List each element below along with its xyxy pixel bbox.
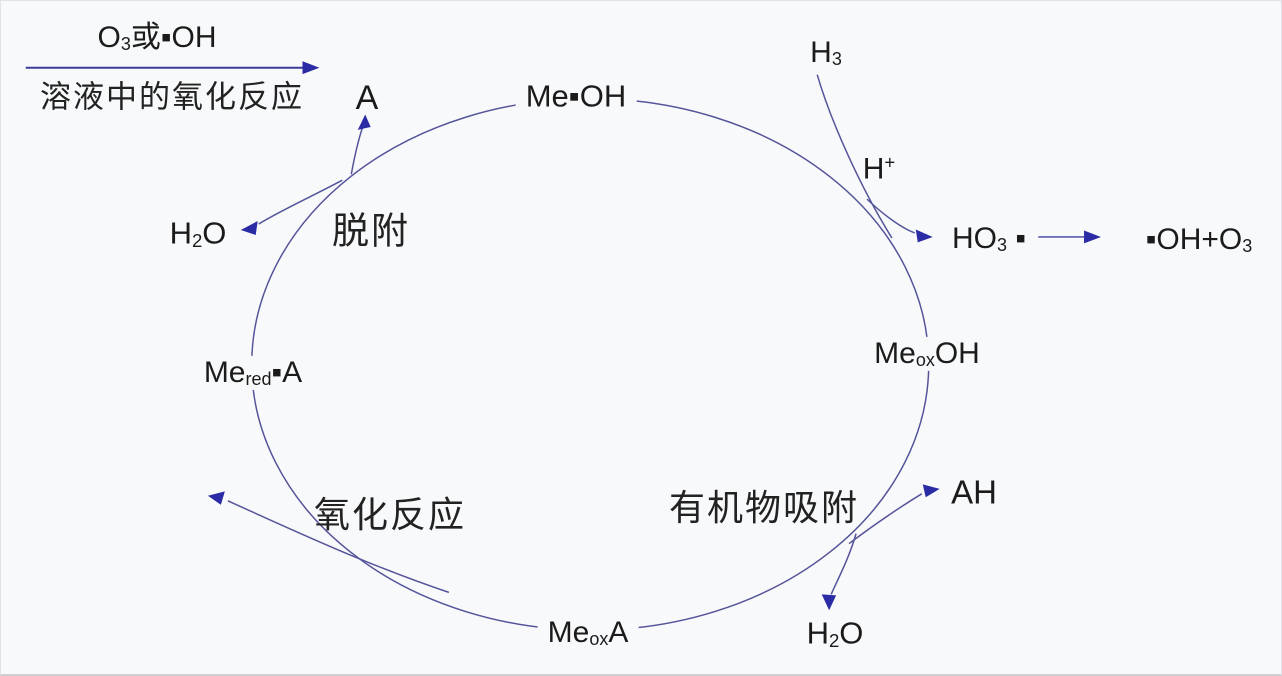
step-desorption-label: 脱附: [332, 213, 410, 250]
species-ah-text: AH: [951, 473, 997, 511]
legend-oxidant-sub: 3: [120, 34, 131, 55]
species-h3-base: H: [810, 35, 832, 69]
oxidation-exit-arrow-line: [227, 500, 450, 594]
me-ox-a-rest: A: [608, 615, 629, 649]
species-h-plus-base: H: [862, 152, 885, 186]
species-ho3-radical-dot: ▪: [1007, 221, 1026, 255]
step-oxidation-text: 氧化反应: [313, 494, 467, 535]
species-ah-label: AH: [951, 476, 997, 509]
arrow-to-h2o-left-head-icon: [240, 221, 258, 235]
legend-oxidant-base: O: [97, 20, 121, 54]
me-ox-a-base: Me: [547, 615, 590, 649]
species-oh-plus-o3-label: ▪OH+O3: [1145, 222, 1253, 257]
me-ox-oh-sub: ox: [915, 350, 935, 371]
me-ox-oh-base: Me: [874, 336, 916, 370]
me-ox-oh-rest: OH: [934, 336, 980, 370]
step-adsorption-label: 有机物吸附: [669, 490, 859, 526]
step-adsorption-text: 有机物吸附: [668, 487, 860, 528]
species-a-label: A: [356, 81, 379, 115]
species-oh-plus-o3-sub: 3: [1242, 236, 1253, 257]
me-ox-a-sub: ox: [589, 629, 609, 650]
me-red-a-sub: red: [245, 369, 272, 390]
arrow-to-h2o-left-line: [258, 179, 343, 225]
cycle-ellipse: [250, 97, 930, 631]
legend-arrow-head-icon: [302, 61, 320, 75]
arrow-to-ah-head-icon: [922, 484, 940, 498]
arrow-to-a-head-icon: [357, 114, 371, 130]
h2o-left-rest: O: [202, 215, 227, 251]
species-oh-plus-o3-base: ▪OH+O: [1145, 222, 1243, 256]
h2o-bottom-base: H: [806, 615, 829, 651]
legend-solution-oxidation-text: 溶液中的氧化反应: [40, 79, 304, 115]
arrow-to-h2o-bottom-line: [830, 533, 857, 595]
species-ho3-sub: 3: [997, 235, 1008, 256]
species-me-ox-oh-label: MeoxOH: [864, 336, 990, 372]
h2o-left-base: H: [169, 215, 192, 251]
step-desorption-text: 脱附: [332, 210, 410, 252]
ho3-to-oh-arrow-head-icon: [1084, 230, 1101, 244]
species-me-oh-label: Me▪OH: [515, 78, 637, 114]
species-me-oh-text: Me▪OH: [525, 78, 627, 114]
h3-feed-curve: [816, 74, 893, 239]
species-h-plus-sup: +: [884, 151, 896, 173]
species-ho3-radical-label: HO3 ▪: [952, 221, 1026, 256]
h2o-bottom-sub: 2: [828, 629, 840, 651]
species-h2o-bottom-label: H2O: [807, 618, 864, 651]
species-ho3-base: HO: [952, 221, 997, 255]
h2o-left-sub: 2: [191, 229, 203, 251]
arrow-to-ho3-line: [866, 198, 916, 234]
arrow-to-ho3-head-icon: [915, 229, 933, 243]
legend-oxidant-rest: 或▪OH: [130, 20, 217, 54]
me-red-a-base: Me: [203, 355, 246, 389]
arrow-to-h2o-bottom-head-icon: [821, 594, 837, 611]
arrow-to-ah-line: [848, 493, 923, 545]
legend-solution-oxidation-label: 溶液中的氧化反应: [40, 82, 304, 113]
species-me-red-a-label: Mered▪A: [193, 355, 313, 391]
legend-oxidant-label: O3或▪OH: [97, 20, 217, 55]
species-h-plus-label: H+: [862, 151, 896, 186]
species-a-text: A: [355, 79, 379, 117]
arrow-to-a-line: [350, 122, 365, 175]
species-h2o-left-label: H2O: [170, 218, 227, 251]
species-h3-label: H3: [810, 35, 842, 70]
species-me-ox-a-label: MeoxA: [537, 615, 639, 651]
h2o-bottom-rest: O: [839, 615, 864, 651]
species-h3-sub: 3: [831, 49, 842, 70]
step-oxidation-label: 氧化反应: [314, 497, 466, 533]
me-red-a-rest: ▪A: [271, 355, 303, 389]
oxidation-exit-arrow-head-icon: [207, 491, 225, 505]
